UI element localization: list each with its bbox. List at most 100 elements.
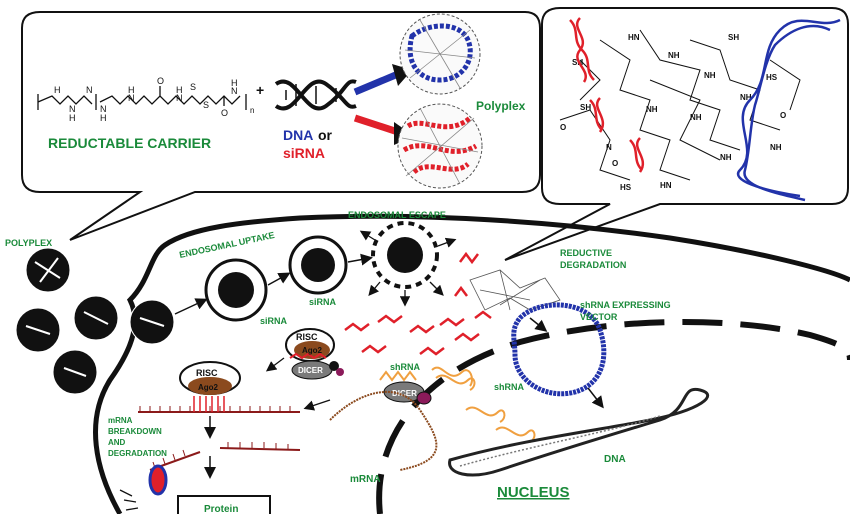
svg-text:N: N: [606, 143, 612, 152]
mrna-breakdown-label-3: AND: [108, 438, 126, 447]
svg-text:HS: HS: [766, 73, 778, 82]
or-label: or: [318, 127, 333, 143]
cell-membrane: [93, 213, 850, 514]
ago2-top-label: Ago2: [302, 346, 323, 355]
risc-bottom-label: RISC: [196, 368, 218, 378]
carrier-formula: [37, 86, 247, 110]
ribosome-icon: [119, 464, 168, 511]
svg-text:NH: NH: [740, 93, 752, 102]
protein-label: Protein: [204, 504, 238, 514]
genomic-dna-icon: [448, 387, 709, 477]
risc-complex-top: [285, 328, 344, 380]
svg-text:O: O: [780, 111, 786, 120]
dicer-top-label: DICER: [298, 366, 323, 375]
mrna-to-risc-arrow: [303, 399, 331, 411]
svg-text:H: H: [231, 78, 238, 88]
nucleus-label: NUCLEUS: [497, 484, 570, 501]
endosome-late-icon: [288, 235, 348, 295]
svg-text:N: N: [231, 86, 238, 96]
svg-text:SH: SH: [580, 103, 591, 112]
uptake-arrow: [174, 298, 208, 315]
svg-text:NH: NH: [668, 51, 680, 60]
shrna-vector-label-2: VECTOR: [580, 312, 618, 322]
dna-nucleus-label: DNA: [604, 454, 626, 465]
dicer-shrna-complex: [379, 366, 473, 405]
polyplex-dna-icon: [399, 13, 481, 95]
polyplex-sirna-icon: [397, 103, 483, 189]
svg-text:N: N: [100, 104, 107, 114]
shrna-vector-plasmid: [511, 302, 607, 397]
svg-text:NH: NH: [770, 143, 782, 152]
dna-helix-strand-icon: [736, 18, 841, 202]
polyplex-outside-label: POLYPLEX: [5, 238, 52, 248]
svg-text:N: N: [86, 85, 93, 95]
svg-text:HS: HS: [620, 183, 632, 192]
mrna-breakdown-label-1: mRNA: [108, 416, 133, 425]
shrna-cytoplasm-label: shRNA: [390, 362, 421, 372]
dna-label: DNA: [283, 127, 313, 143]
cleaved-mrna-fragments: [149, 442, 301, 471]
svg-text:N: N: [176, 93, 183, 103]
risc-top-arrow: [265, 357, 285, 372]
degraded-carrier-network: [559, 29, 801, 181]
mrna-label: mRNA: [350, 474, 381, 485]
sirna-cytoplasm-label: siRNA: [260, 316, 288, 326]
formula-plus: +: [256, 82, 264, 98]
svg-text:NH: NH: [646, 105, 658, 114]
nuclear-shrnas: [435, 374, 536, 443]
svg-text:H: H: [100, 113, 107, 123]
svg-text:S: S: [190, 82, 196, 92]
escape-arrows: [359, 230, 457, 307]
risc-complex-bottom: [179, 361, 241, 395]
shrna-nucleus-label: shRNA: [494, 382, 525, 392]
reductive-degradation-label-2: DEGRADATION: [560, 260, 626, 270]
risc-top-label: RISC: [296, 332, 318, 342]
nucleus-envelope: [376, 319, 850, 514]
svg-text:HN: HN: [660, 181, 672, 190]
reductive-degradation-label-1: REDUCTIVE: [560, 248, 612, 258]
svg-text:H: H: [69, 113, 76, 123]
svg-text:NH: NH: [690, 113, 702, 122]
vesicle-transfer-arrow: [267, 272, 291, 286]
dicer-bottom-label: DICER: [392, 389, 417, 398]
formula-n: n: [250, 106, 254, 115]
endosome-uptake-icon: [204, 258, 268, 322]
reductable-carrier-label: REDUCTABLE CARRIER: [48, 135, 211, 151]
svg-text:SH: SH: [728, 33, 739, 42]
polyplex-top-label: Polyplex: [476, 99, 526, 113]
mrna-breakdown-label-2: BREAKDOWN: [108, 427, 162, 436]
vector-to-dna-arrow: [587, 387, 604, 409]
cytoplasmic-sirnas: [344, 251, 492, 356]
svg-text:NH: NH: [704, 71, 716, 80]
svg-text:SH: SH: [572, 58, 583, 67]
endosome-escape-icon: [371, 221, 439, 289]
shrna-vector-label-1: shRNA EXPRESSING: [580, 300, 671, 310]
svg-text:O: O: [221, 108, 228, 118]
mrna-export-strand: [329, 391, 438, 471]
svg-text:O: O: [560, 123, 566, 132]
svg-text:N: N: [128, 93, 135, 103]
mrna-target-strand: [138, 396, 300, 413]
dna-helix-icon: [274, 79, 357, 111]
svg-text:O: O: [157, 76, 164, 86]
extracellular-polyplexes: [15, 247, 175, 395]
degradation-callout-bubble: [504, 7, 849, 261]
reductive-degradation-cloud: [469, 269, 561, 311]
sirna-carrier-label: siRNA: [283, 145, 325, 161]
svg-text:HN: HN: [628, 33, 640, 42]
vector-entry-arrow: [529, 317, 548, 332]
protein-box: [177, 495, 271, 514]
endosomal-escape-label: ENDOSOMAL ESCAPE: [348, 210, 446, 220]
svg-text:H: H: [54, 85, 61, 95]
degraded-carrier-atoms: SH SH N HN NH NH SH NH HS NH NH NH HS HN NH O O O: [560, 33, 786, 192]
svg-text:NH: NH: [720, 153, 732, 162]
ago2-bottom-label: Ago2: [198, 383, 219, 392]
escape-entry-arrow: [347, 253, 373, 266]
svg-text:S: S: [203, 100, 209, 110]
svg-text:O: O: [612, 159, 618, 168]
svg-text:H: H: [128, 85, 135, 95]
sirna-helix-icons: [569, 17, 645, 173]
